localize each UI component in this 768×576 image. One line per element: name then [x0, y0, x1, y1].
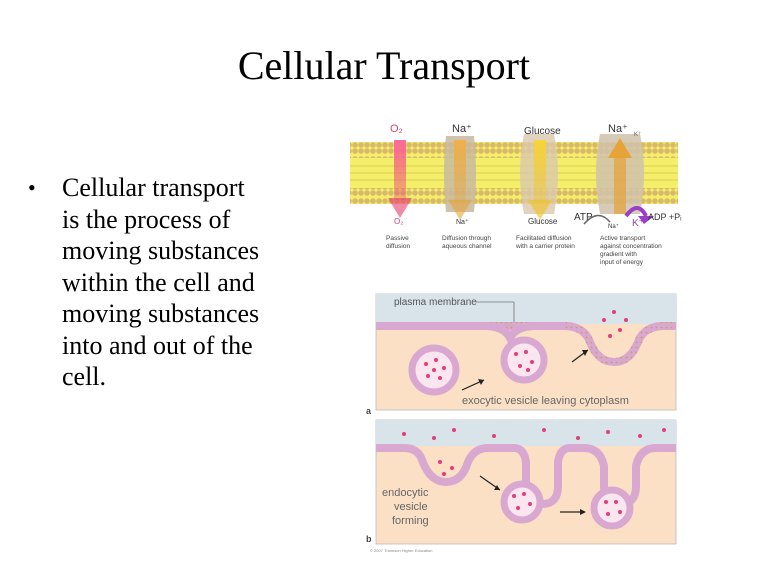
caption-line: Facilitated diffusion	[516, 235, 572, 242]
bullet-line: cell.	[62, 362, 107, 391]
panel-b-caption-line: endocytic	[382, 487, 429, 499]
bullet-line: into and out of the	[62, 330, 253, 360]
panel-b-caption-line: forming	[392, 515, 429, 527]
passive-diffusion-arrow	[388, 140, 412, 218]
transport-captions: Passive diffusion Diffusion through aque…	[386, 235, 662, 266]
panel-a-label: a	[366, 406, 372, 416]
vesicle-figure: plasma membrane exocytic vesicle leaving…	[366, 293, 677, 553]
bullet-line: within the cell and	[62, 267, 255, 297]
panel-a: plasma membrane exocytic vesicle leaving…	[366, 293, 677, 416]
caption-line: diffusion	[386, 243, 410, 250]
label-k: K⁺	[632, 218, 644, 229]
label-na-bottom: Na⁺	[456, 218, 469, 226]
panel-a-caption: exocytic vesicle leaving cytoplasm	[462, 395, 629, 407]
bullet-line: moving substances	[62, 299, 260, 328]
caption-line: with a carrier protein	[515, 243, 575, 250]
label-k-small-top: K⁺	[634, 131, 641, 138]
active-transport-arrow	[583, 138, 654, 225]
caption-line: gradient with	[600, 251, 637, 258]
label-na-small-bottom: Na⁺	[608, 223, 619, 230]
label-o2-bottom: O₂	[394, 217, 403, 226]
panel-b-caption-line: vesicle	[394, 501, 428, 513]
copyright-text: © 2007 Thomson Higher Education	[370, 548, 432, 553]
caption-line: Active transport	[600, 235, 645, 242]
caption-line: Diffusion through	[442, 235, 491, 242]
bullet-text: Cellular transport is the process of mov…	[62, 172, 259, 393]
caption-line: Passive	[386, 235, 409, 242]
bullet-line: Cellular transport	[62, 173, 245, 202]
label-glucose-bottom: Glucose	[528, 217, 558, 226]
membrane-transport-figure: O₂ Na⁺ Glucose Na⁺ K⁺ O₂ Na⁺ Glucose ATP…	[350, 123, 682, 266]
channel-arrow	[448, 140, 472, 220]
label-glucose-top: Glucose	[524, 126, 561, 137]
label-o2-top: O₂	[390, 123, 403, 135]
label-na-active-top: Na⁺	[608, 123, 628, 135]
panel-b: endocytic vesicle forming b © 2007 Thoms…	[366, 419, 677, 553]
label-na-top: Na⁺	[452, 123, 472, 135]
label-atp: ATP	[574, 212, 593, 223]
bullet-line: is the process of	[62, 204, 231, 234]
plasma-membrane-label: plasma membrane	[394, 297, 477, 308]
label-adp: ADP +Pᵢ	[648, 212, 682, 222]
bullet-line: moving substances	[62, 236, 260, 265]
caption-line: against concentration	[600, 243, 662, 250]
bullet-dot-icon: •	[28, 175, 36, 200]
caption-line: input of energy	[600, 259, 644, 266]
panel-b-label: b	[366, 534, 372, 544]
caption-line: aqueous channel	[442, 243, 492, 250]
carrier-arrow	[528, 140, 552, 220]
slide-title: Cellular Transport	[237, 43, 531, 88]
